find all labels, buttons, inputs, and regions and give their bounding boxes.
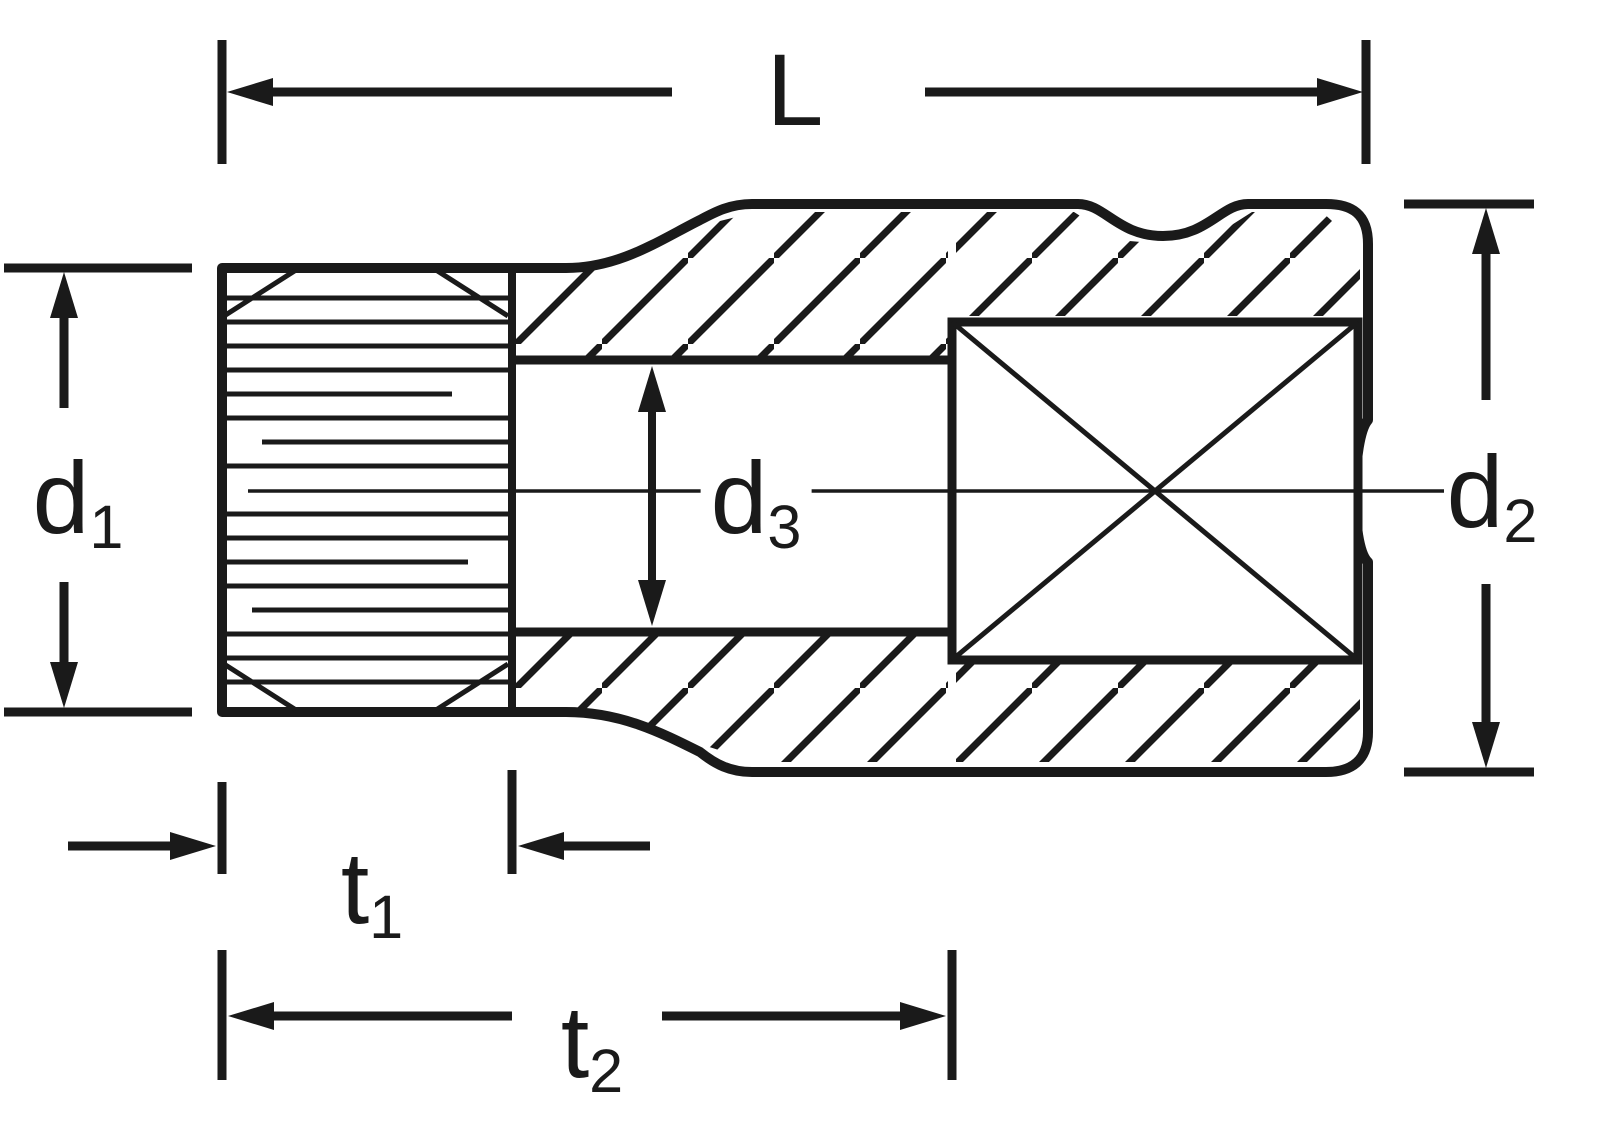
label-t2-base: t bbox=[560, 985, 590, 1099]
dimension-d3 bbox=[638, 366, 666, 626]
label-d3-base: d bbox=[710, 441, 768, 555]
arrowhead-left bbox=[228, 1002, 274, 1030]
hatch-lower-right bbox=[956, 664, 1360, 762]
section-hatching bbox=[512, 212, 1360, 762]
knurl-lines bbox=[226, 295, 508, 685]
label-L-base: L bbox=[766, 33, 824, 147]
label-d3-sub: 3 bbox=[767, 492, 802, 561]
label-d1: d1 bbox=[33, 447, 124, 557]
label-d2: d2 bbox=[1447, 441, 1538, 551]
label-t1-sub: 1 bbox=[369, 882, 404, 951]
bore-lines bbox=[512, 355, 952, 637]
label-d1-sub: 1 bbox=[89, 492, 124, 561]
label-t1: t1 bbox=[341, 837, 403, 947]
label-t2-sub: 2 bbox=[589, 1036, 624, 1105]
hatch-upper-right bbox=[956, 212, 1360, 316]
label-t2: t2 bbox=[561, 991, 623, 1101]
arrowhead-up bbox=[1472, 208, 1500, 254]
label-L: L bbox=[767, 39, 824, 141]
dimension-t1 bbox=[68, 770, 650, 874]
arrowhead-down bbox=[638, 580, 666, 626]
head-chamfer-lines bbox=[222, 267, 510, 713]
arrowhead-down bbox=[50, 662, 78, 708]
dimension-d2 bbox=[1404, 199, 1534, 777]
label-d2-sub: 2 bbox=[1503, 486, 1538, 555]
arrowhead-left bbox=[518, 832, 564, 860]
arrowhead-down bbox=[1472, 722, 1500, 768]
arrowhead-up bbox=[638, 366, 666, 412]
arrowhead-right bbox=[170, 832, 216, 860]
dimension-L bbox=[217, 40, 1371, 164]
arrowhead-right bbox=[1317, 78, 1363, 106]
hatch-lower-mid bbox=[512, 636, 948, 762]
label-d1-base: d bbox=[32, 441, 90, 555]
hatch-upper-mid bbox=[512, 212, 948, 356]
arrowhead-up bbox=[50, 272, 78, 318]
arrowhead-left bbox=[227, 78, 273, 106]
dimension-d1 bbox=[4, 263, 192, 717]
dimension-t2 bbox=[217, 950, 957, 1080]
label-d2-base: d bbox=[1446, 435, 1504, 549]
label-t1-base: t bbox=[340, 831, 370, 945]
arrowhead-right bbox=[900, 1002, 946, 1030]
label-d3: d3 bbox=[700, 447, 812, 557]
